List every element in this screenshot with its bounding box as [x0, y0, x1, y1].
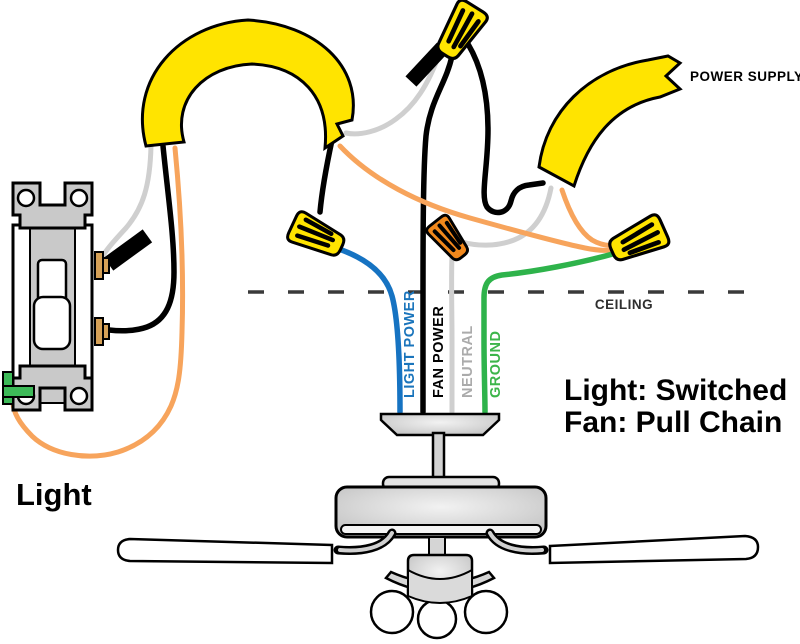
switch-white-wire — [97, 143, 154, 264]
mount-hole — [16, 188, 36, 208]
wire-nut-light-splice — [284, 208, 350, 264]
switch-label: Light — [16, 477, 92, 512]
light-power-label: LIGHT POWER — [402, 290, 418, 398]
power-supply-label: POWER SUPPLY — [690, 69, 800, 84]
fan-power-wire — [420, 53, 455, 415]
mount-hole — [69, 188, 89, 208]
hot-tape-mark-ceiling — [405, 42, 448, 87]
fan-power-label: FAN POWER — [431, 306, 447, 398]
switch-loop-ground-wire — [337, 143, 621, 253]
switch-black-wire — [106, 143, 177, 334]
wire-nut-neutral-splice — [423, 211, 475, 267]
fan-canopy — [379, 412, 501, 437]
motor-bottom-lip — [340, 524, 542, 535]
switched-hot-wire — [317, 137, 335, 215]
supply-neutral-wire — [459, 185, 554, 248]
ceiling-label: CEILING — [595, 297, 653, 312]
fan-blade-right — [548, 534, 760, 565]
marked-hot-white-wire — [343, 49, 443, 137]
neutral-label: NEUTRAL — [460, 325, 476, 398]
brass-screw-top — [94, 251, 110, 280]
ground-label: GROUND — [488, 331, 504, 398]
ground-screw — [2, 371, 35, 405]
light-globe — [369, 589, 415, 635]
note-line1: Light: Switched — [564, 374, 787, 407]
light-power-wire — [333, 245, 403, 415]
toggle-paddle — [32, 295, 72, 351]
power-supply-cable — [537, 54, 683, 189]
note-line2: Fan: Pull Chain — [564, 406, 782, 439]
switch-loop-cable — [140, 18, 355, 151]
switch-ground-wire — [10, 145, 186, 459]
light-kit-skirt — [407, 568, 473, 604]
hot-tape-mark-switch — [103, 229, 153, 271]
mount-hole — [69, 386, 89, 406]
light-globe — [463, 589, 509, 635]
ceiling-fan — [116, 412, 760, 640]
light-globe — [416, 598, 458, 640]
supply-hot-wire — [465, 41, 546, 216]
brass-screw-bottom — [94, 317, 110, 346]
ground-wire — [481, 249, 623, 415]
fan-downrod — [431, 431, 446, 483]
light-switch — [2, 181, 110, 412]
wire-nut-ground-splice — [603, 211, 673, 269]
fan-blade-left — [116, 537, 334, 565]
